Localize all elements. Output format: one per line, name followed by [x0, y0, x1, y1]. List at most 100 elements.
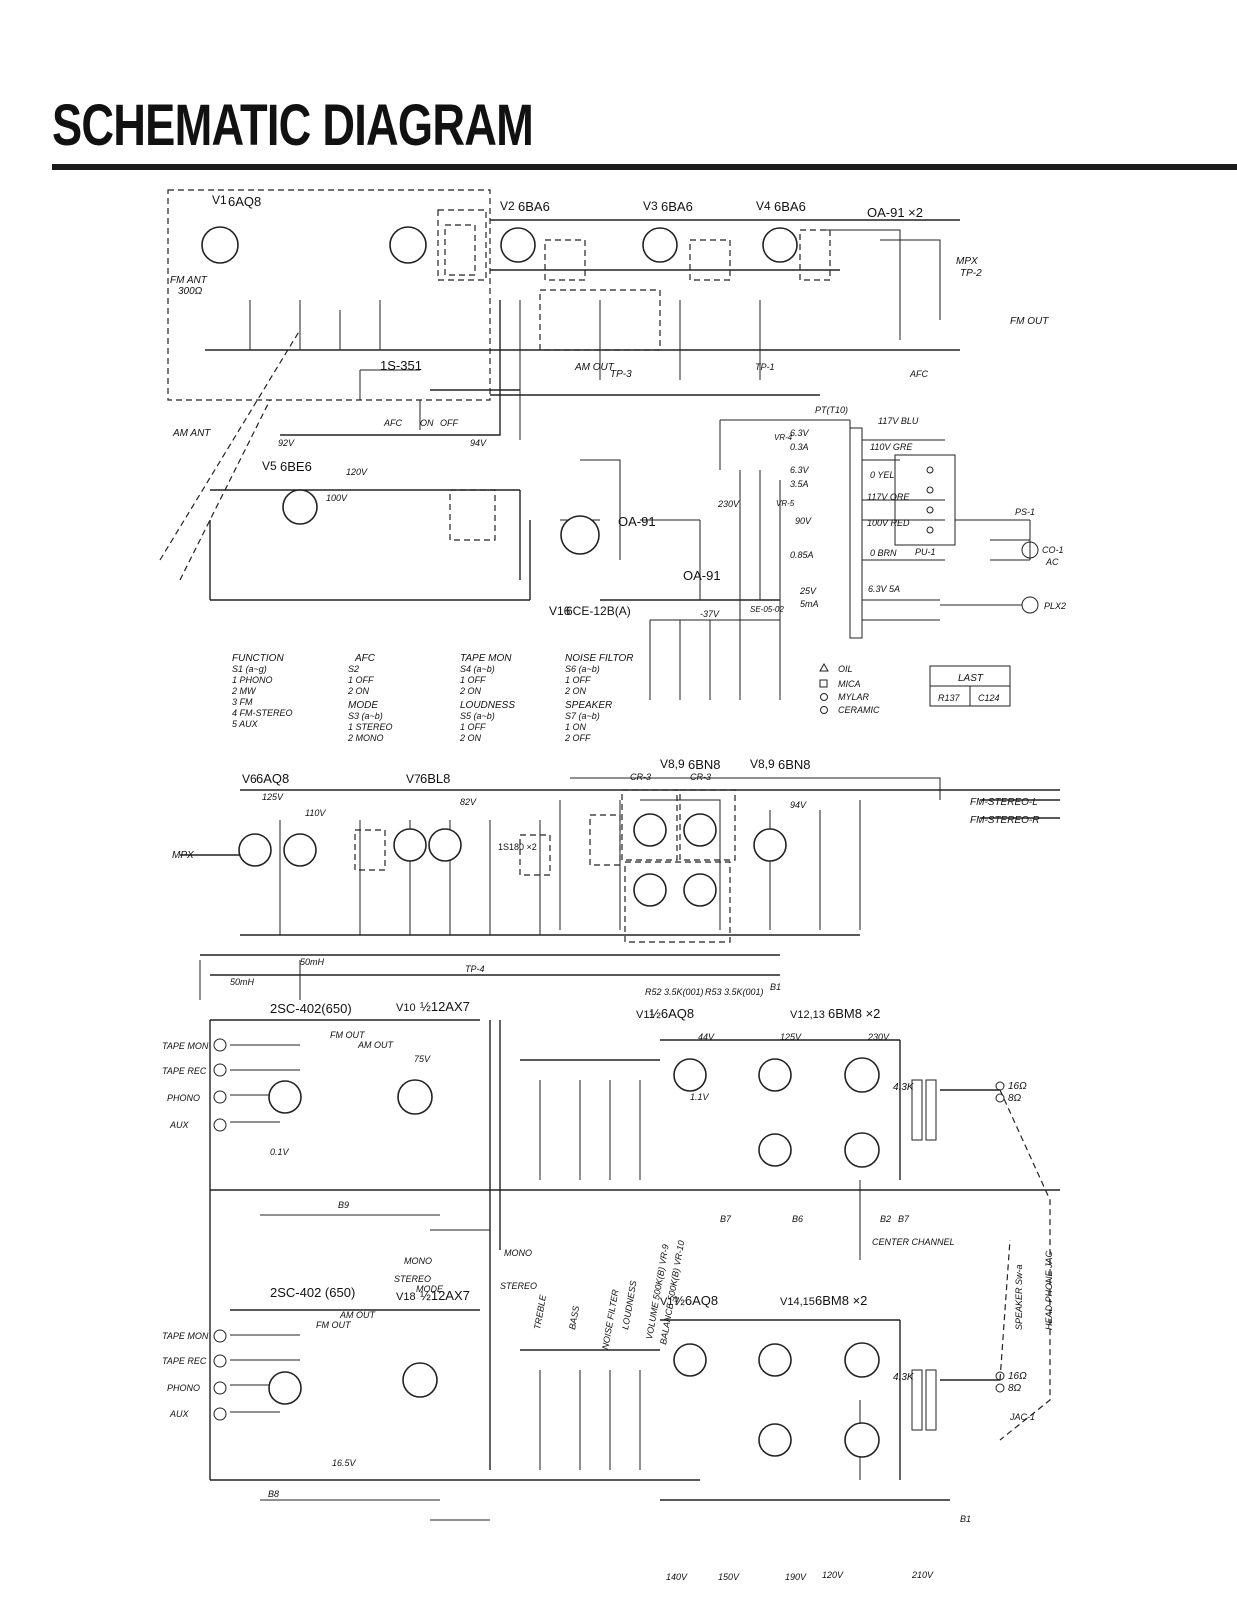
afc-off-label: OFF: [440, 418, 458, 428]
ma5-label: 5mA: [800, 599, 819, 609]
v94-mpx-label: 94V: [790, 800, 807, 810]
transistor-bottom-label: 2SC-402 (650): [270, 1285, 355, 1300]
v4-label: 6BA6: [774, 199, 806, 214]
cap-legend-item: CERAMIC: [838, 705, 880, 715]
function-item: 3 FM: [232, 697, 253, 707]
v3-label: 6BA6: [661, 199, 693, 214]
v63c-label: 6.3V 5A: [868, 584, 900, 594]
power-transformer: [849, 427, 1039, 639]
speaker-legend: SPEAKER S7 (a~b) 1 ON 2 OFF: [564, 700, 612, 743]
fm-stereo-r-label: FM-STEREO-R: [970, 815, 1039, 826]
pt-label: PT(T10): [815, 405, 848, 415]
v6-ref: V6: [242, 772, 257, 786]
input-jacks: [213, 1038, 227, 1421]
speaker-legend-sub: S7 (a~b): [565, 711, 600, 721]
v89b-label: 6BN8: [778, 757, 811, 772]
tape-rec-label: TAPE REC: [162, 1066, 207, 1076]
function-item: 1 PHONO: [232, 675, 273, 685]
v89b-ref: V8,9: [750, 757, 775, 771]
v11-ref: V11: [636, 1009, 655, 1021]
v2-tube-symbol: [500, 227, 536, 263]
am-out-audio-bottom-label: AM OUT: [339, 1310, 377, 1320]
fm-ant-ohms: 300Ω: [178, 286, 203, 297]
v11-label: ½6AQ8: [650, 1006, 694, 1021]
1s351-label: 1S-351: [380, 358, 422, 373]
cr3a-label: CR-3: [630, 772, 651, 782]
v44-label: 44V: [698, 1032, 715, 1042]
transistor-bottom-symbol: [268, 1371, 302, 1405]
v1213-ref: V12,13: [790, 1009, 825, 1021]
last-table-head: LAST: [958, 673, 984, 684]
mode-label: MODE: [416, 1284, 444, 1294]
yel-label: 0 YEL: [870, 470, 894, 480]
center-channel-label-1: CENTER CHANNEL: [872, 1237, 955, 1247]
speaker-legend-item: 2 OFF: [564, 733, 591, 743]
v12-tube-symbol: [758, 1058, 792, 1092]
v165-label: 16.5V: [332, 1458, 357, 1468]
co1-label: CO-1: [1042, 545, 1064, 555]
pu1-label: PU-1: [915, 547, 936, 557]
bass-label: BASS: [567, 1305, 581, 1330]
v7b-tube-symbol: [428, 828, 462, 862]
cr3b-label: CR-3: [690, 772, 711, 782]
v01-label: 0.1V: [270, 1147, 290, 1157]
b1-mpx-label: B1: [770, 982, 781, 992]
v1-label: 6AQ8: [228, 194, 261, 209]
b7-top-label: B7: [720, 1214, 732, 1224]
afc-top-label: AFC: [909, 369, 929, 379]
loud-legend-item: 2 ON: [459, 733, 482, 743]
v13-tube-symbol: [758, 1133, 792, 1167]
ohm8-bottom-label: 8Ω: [1008, 1383, 1022, 1394]
a35-label: 3.5A: [790, 479, 809, 489]
noise-legend: NOISE FILTOR S6 (a~b) 1 OFF 2 ON: [564, 653, 634, 696]
mylar-symbol: [820, 693, 828, 701]
fm-frontend-box: [167, 189, 491, 401]
b8-volt-label: 140V: [666, 1572, 688, 1582]
v10-ref: V10: [396, 1002, 416, 1014]
aux-label: AUX: [169, 1409, 190, 1419]
mode-legend-sub: S3 (a~b): [348, 711, 383, 721]
1s180-label: 1S180 ×2: [498, 842, 537, 852]
tape-rec-label: TAPE REC: [162, 1356, 207, 1366]
tape-mon-label: TAPE MON: [162, 1041, 209, 1051]
v18-ref: V18: [396, 1291, 416, 1303]
k43-bottom-label: 4.3K: [893, 1372, 915, 1383]
v1415-ref: V14,15: [780, 1296, 815, 1308]
loudness-label: LOUDNESS: [620, 1280, 638, 1330]
v89-tube-symbol: [753, 828, 787, 862]
tape-legend-item: 1 OFF: [460, 675, 486, 685]
tape-legend-item: 2 ON: [459, 686, 482, 696]
v2-ref: V2: [500, 199, 515, 213]
afc-legend: AFC S2 1 OFF 2 ON: [347, 653, 376, 696]
v25-label: 25V: [799, 586, 817, 596]
aux-label: AUX: [169, 1120, 190, 1130]
mono-b-label: MONO: [504, 1248, 532, 1258]
mode-legend-item: 1 STEREO: [348, 722, 393, 732]
v89-tube-symbol: [683, 873, 717, 907]
v15-tube-symbol: [758, 1423, 792, 1457]
v14-output-tube-symbol: [844, 1342, 880, 1378]
fm-out-audio-top-label: FM OUT: [330, 1030, 366, 1040]
tape-mon-jack-icon: [213, 1038, 227, 1052]
am-out-audio-top-label: AM OUT: [357, 1040, 395, 1050]
title-rule: [52, 164, 1237, 170]
v14-tube-symbol: [758, 1343, 792, 1377]
v89a-ref: V8,9: [660, 757, 685, 771]
v125-mpx-label: 125V: [262, 792, 284, 802]
v10-tube-symbol: [397, 1079, 433, 1115]
v11-volt-label: 1.1V: [690, 1092, 710, 1102]
v17-ref: V17: [660, 1296, 680, 1308]
v17-tube-symbol: [673, 1343, 707, 1377]
phono-jack-icon: [213, 1381, 227, 1395]
mode-legend-title: MODE: [348, 700, 378, 711]
v15-output-tube-symbol: [844, 1422, 880, 1458]
b2-top-label: B2: [880, 1214, 891, 1224]
mono-label: MONO: [404, 1256, 432, 1266]
v89-tube-symbol: [633, 873, 667, 907]
speaker-switch-label: SPEAKER Sw-a: [1014, 1264, 1024, 1330]
head-phone-label: HEAD PHONE JAC: [1044, 1250, 1054, 1330]
v11-tube-symbol: [673, 1058, 707, 1092]
v3-ref: V3: [643, 199, 658, 213]
v13-output-tube-symbol: [844, 1132, 880, 1168]
ore-label: 117V ORE: [867, 492, 910, 502]
